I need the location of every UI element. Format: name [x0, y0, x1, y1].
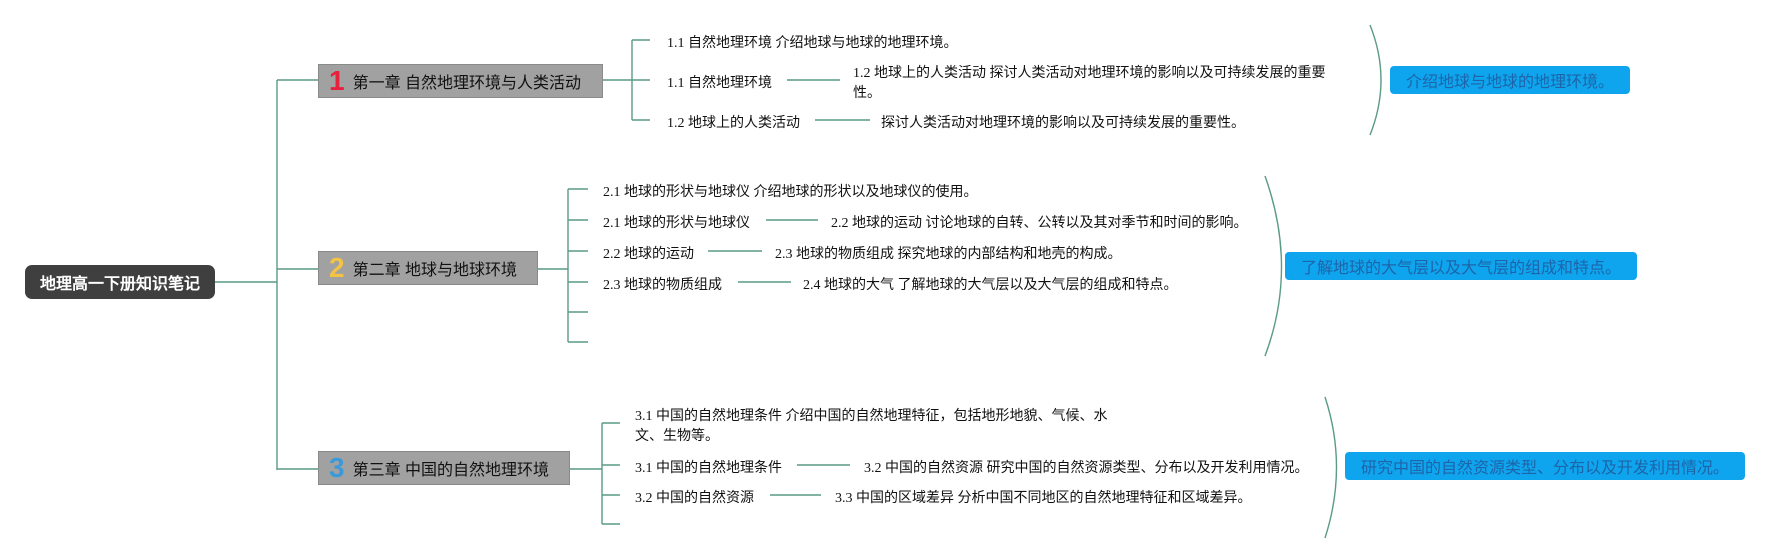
chapter-1-summary[interactable]: 介绍地球与地球的地理环境。 — [1390, 66, 1630, 94]
connector-chapter-1 — [603, 39, 650, 121]
summary-bracket-3 — [1324, 396, 1338, 539]
chapter-3-item-1-cont: 文、生物等。 — [635, 429, 719, 444]
chapter-3-detail-1[interactable]: 3.2 中国的自然资源 研究中国的自然资源类型、分布以及开发利用情况。 — [864, 461, 1309, 476]
chapter-3-item-2[interactable]: 3.1 中国的自然地理条件 — [635, 461, 782, 476]
chapter-3-node[interactable]: 3 第三章 中国的自然地理环境 — [318, 451, 570, 485]
summary-bracket-2 — [1264, 175, 1283, 357]
chapter-1-item-3[interactable]: 1.2 地球上的人类活动 — [667, 116, 800, 131]
chapter-2-item-3[interactable]: 2.2 地球的运动 — [603, 247, 694, 262]
chapter-2-detail-3[interactable]: 2.4 地球的大气 了解地球的大气层以及大气层的组成和特点。 — [803, 278, 1178, 293]
chapter-1-node[interactable]: 1 第一章 自然地理环境与人类活动 — [318, 64, 603, 98]
chapter-2-detail-1[interactable]: 2.2 地球的运动 讨论地球的自转、公转以及其对季节和时间的影响。 — [831, 216, 1248, 231]
chapter-1-detail-1[interactable]: 1.2 地球上的人类活动 探讨人类活动对地理环境的影响以及可持续发展的重要 — [853, 66, 1326, 81]
chapter-1-number: 1 — [329, 65, 345, 96]
chapter-2-item-2[interactable]: 2.1 地球的形状与地球仪 — [603, 216, 750, 231]
chapter-1-item-2[interactable]: 1.1 自然地理环境 — [667, 76, 772, 91]
chapter-2-number: 2 — [329, 252, 345, 283]
root-node[interactable]: 地理高一下册知识笔记 — [25, 265, 215, 299]
chapter-3-item-1[interactable]: 3.1 中国的自然地理条件 介绍中国的自然地理特征，包括地形地貌、气候、水 — [635, 409, 1108, 424]
chapter-3-title: 第三章 中国的自然地理环境 — [352, 462, 550, 479]
chapter-2-detail-2[interactable]: 2.3 地球的物质组成 探究地球的内部结构和地壳的构成。 — [775, 247, 1122, 262]
chapter-1-detail-2[interactable]: 探讨人类活动对地理环境的影响以及可持续发展的重要性。 — [881, 116, 1245, 131]
chapter-3-summary[interactable]: 研究中国的自然资源类型、分布以及开发利用情况。 — [1345, 452, 1745, 480]
connector-chapter-2 — [538, 188, 588, 343]
chapter-2-title: 第二章 地球与地球环境 — [352, 262, 518, 279]
chapter-2-item-1[interactable]: 2.1 地球的形状与地球仪 介绍地球的形状以及地球仪的使用。 — [603, 185, 978, 200]
chapter-1-item-1[interactable]: 1.1 自然地理环境 介绍地球与地球的地理环境。 — [667, 36, 958, 51]
connector-root — [215, 79, 318, 470]
chapter-3-detail-2[interactable]: 3.3 中国的区域差异 分析中国不同地区的自然地理特征和区域差异。 — [835, 491, 1252, 506]
chapter-2-summary[interactable]: 了解地球的大气层以及大气层的组成和特点。 — [1285, 252, 1637, 280]
chapter-3-number: 3 — [329, 452, 345, 483]
chapter-1-detail-1-cont: 性。 — [853, 86, 881, 101]
chapter-1-title: 第一章 自然地理环境与人类活动 — [352, 75, 582, 92]
connector-chapter-3 — [570, 422, 620, 525]
summary-bracket-1 — [1369, 24, 1382, 136]
chapter-3-item-3[interactable]: 3.2 中国的自然资源 — [635, 491, 754, 506]
chapter-2-item-4[interactable]: 2.3 地球的物质组成 — [603, 278, 722, 293]
chapter-2-node[interactable]: 2 第二章 地球与地球环境 — [318, 251, 538, 285]
